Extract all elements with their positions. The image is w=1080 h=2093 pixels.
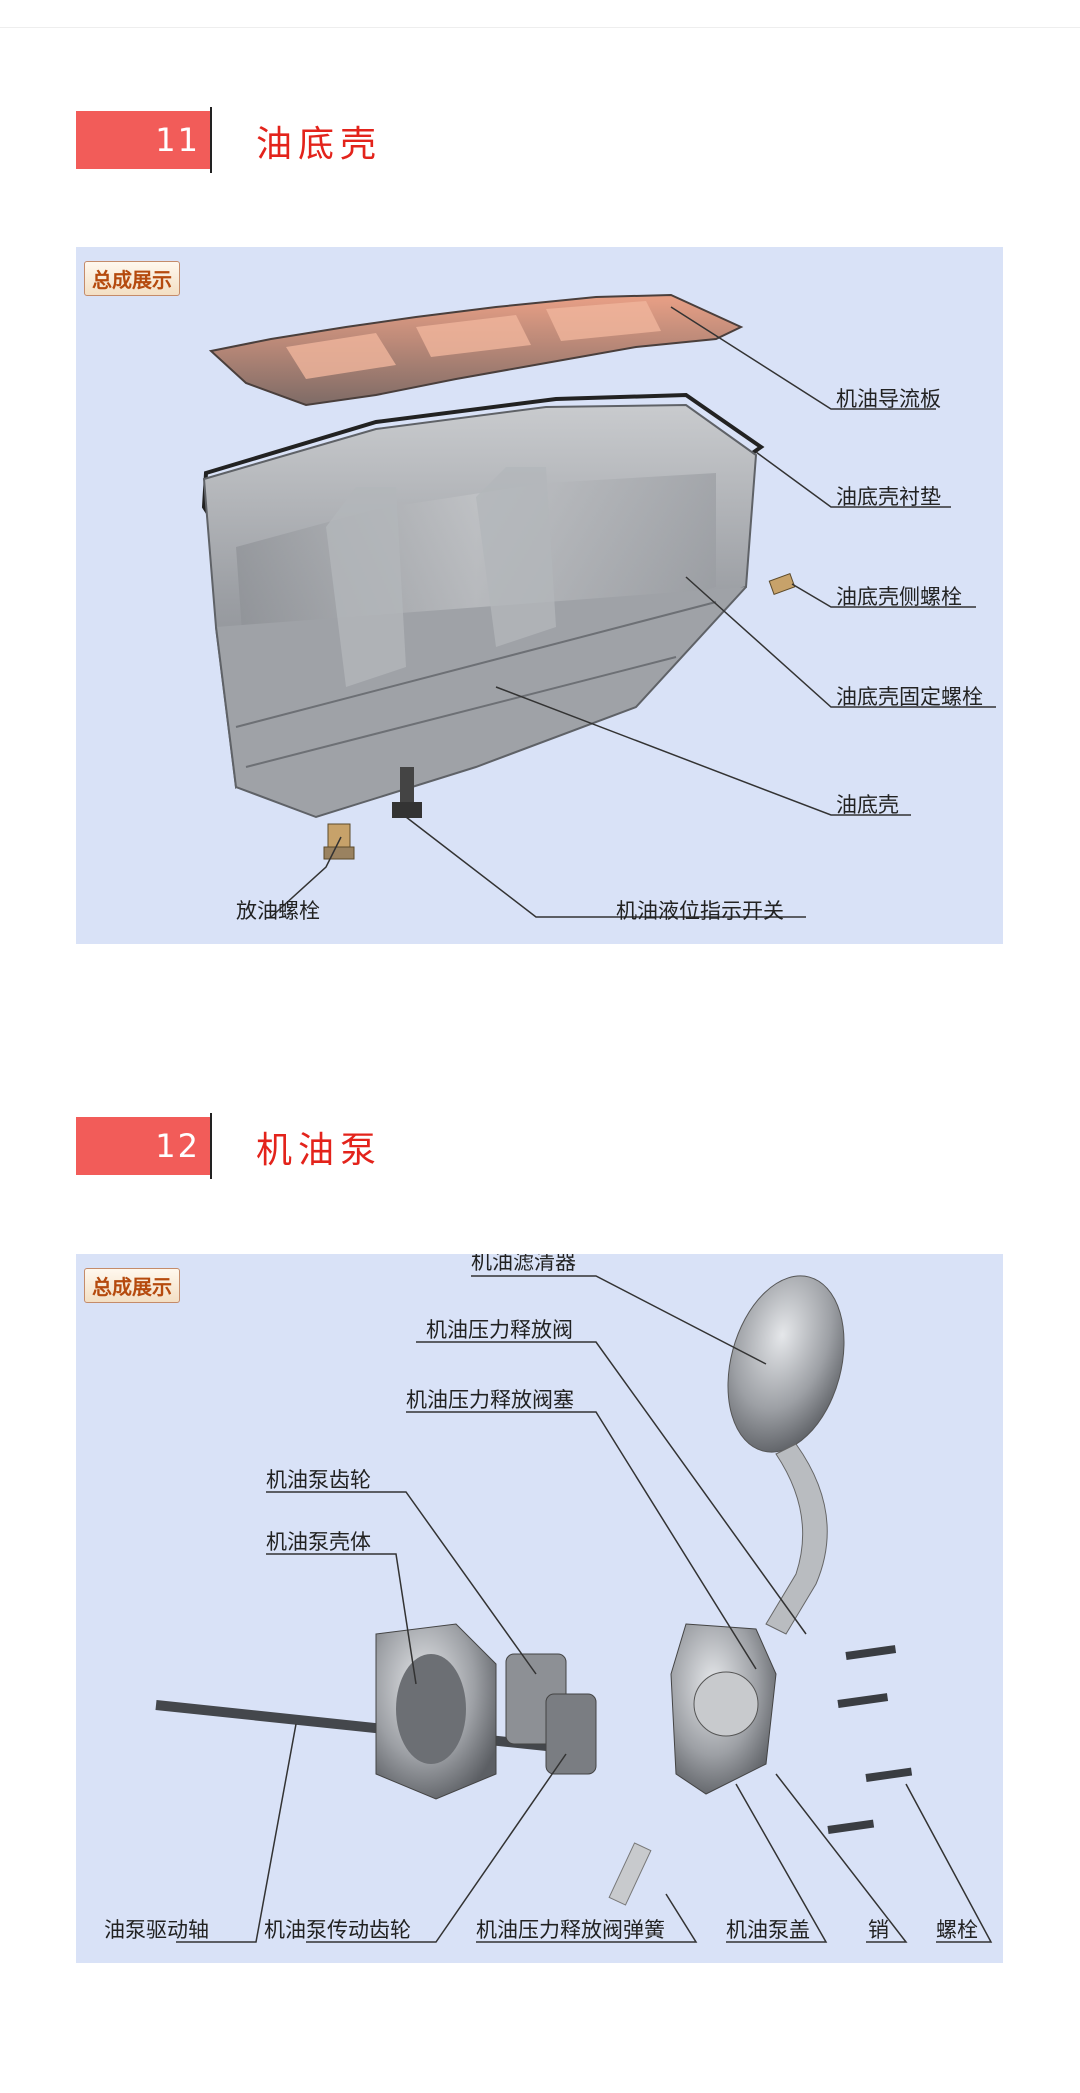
section-title: 油底壳 bbox=[256, 124, 383, 165]
label-side-bolt: 油底壳侧螺栓 bbox=[836, 585, 962, 609]
label-bolt: 螺栓 bbox=[936, 1918, 978, 1942]
baffle-plate bbox=[208, 293, 744, 407]
oil-pan-illustration bbox=[201, 293, 996, 918]
relief-spring bbox=[608, 1842, 652, 1906]
section-number: 12 bbox=[76, 1117, 210, 1175]
pump-body bbox=[375, 1623, 497, 1800]
section-title: 机油泵 bbox=[256, 1130, 383, 1171]
section-number-divider bbox=[210, 107, 212, 173]
label-drive-shaft: 油泵驱动轴 bbox=[104, 1918, 209, 1942]
label-oil-pan: 油底壳 bbox=[836, 793, 899, 817]
section-header-12: 12 机油泵 bbox=[76, 1113, 776, 1183]
label-relief-plug: 机油压力释放阀塞 bbox=[406, 1388, 574, 1412]
label-gasket: 油底壳衬垫 bbox=[836, 485, 941, 509]
label-pump-cover: 机油泵盖 bbox=[726, 1918, 810, 1942]
section-number: 11 bbox=[76, 111, 210, 169]
assembly-badge: 总成展示 bbox=[84, 1268, 180, 1303]
pump-gears bbox=[505, 1653, 597, 1775]
label-pin: 销 bbox=[868, 1918, 889, 1942]
oil-pump-diagram: 总成展示 机油滤清器 机油压力释放阀 机油压力释放阀塞 机油泵齿轮 机油泵壳体 … bbox=[76, 1254, 1003, 1963]
label-relief-valve: 机油压力释放阀 bbox=[426, 1318, 573, 1342]
section-header-11: 11 油底壳 bbox=[76, 107, 776, 177]
oil-level-switch bbox=[392, 767, 422, 818]
drain-bolt bbox=[323, 823, 355, 860]
label-fix-bolt: 油底壳固定螺栓 bbox=[836, 685, 983, 709]
assembly-badge: 总成展示 bbox=[84, 261, 180, 296]
label-relief-spring: 机油压力释放阀弹簧 bbox=[476, 1918, 665, 1942]
section-number-divider bbox=[210, 1113, 212, 1179]
oil-pump-illustration bbox=[155, 1275, 993, 1943]
label-pump-gear: 机油泵齿轮 bbox=[266, 1468, 371, 1492]
bolts bbox=[827, 1645, 913, 1834]
label-baffle: 机油导流板 bbox=[836, 387, 941, 411]
leader-lines bbox=[270, 306, 996, 918]
label-drain-bolt: 放油螺栓 bbox=[236, 899, 320, 923]
leader-lines bbox=[176, 1275, 993, 1943]
label-strainer: 机油滤清器 bbox=[471, 1254, 576, 1274]
oil-strainer bbox=[727, 1275, 845, 1635]
pump-cover bbox=[670, 1623, 777, 1795]
label-drive-gear: 机油泵传动齿轮 bbox=[264, 1918, 411, 1942]
label-pump-body: 机油泵壳体 bbox=[266, 1530, 371, 1554]
oil-pan-diagram: 总成展示 机油导流板 油底壳衬垫 油底壳侧螺栓 油底壳固定螺栓 油底壳 放油螺栓… bbox=[76, 247, 1003, 944]
label-level-switch: 机油液位指示开关 bbox=[616, 899, 784, 923]
side-bolt bbox=[768, 573, 796, 595]
oil-pan bbox=[202, 403, 758, 819]
top-divider bbox=[0, 27, 1080, 28]
